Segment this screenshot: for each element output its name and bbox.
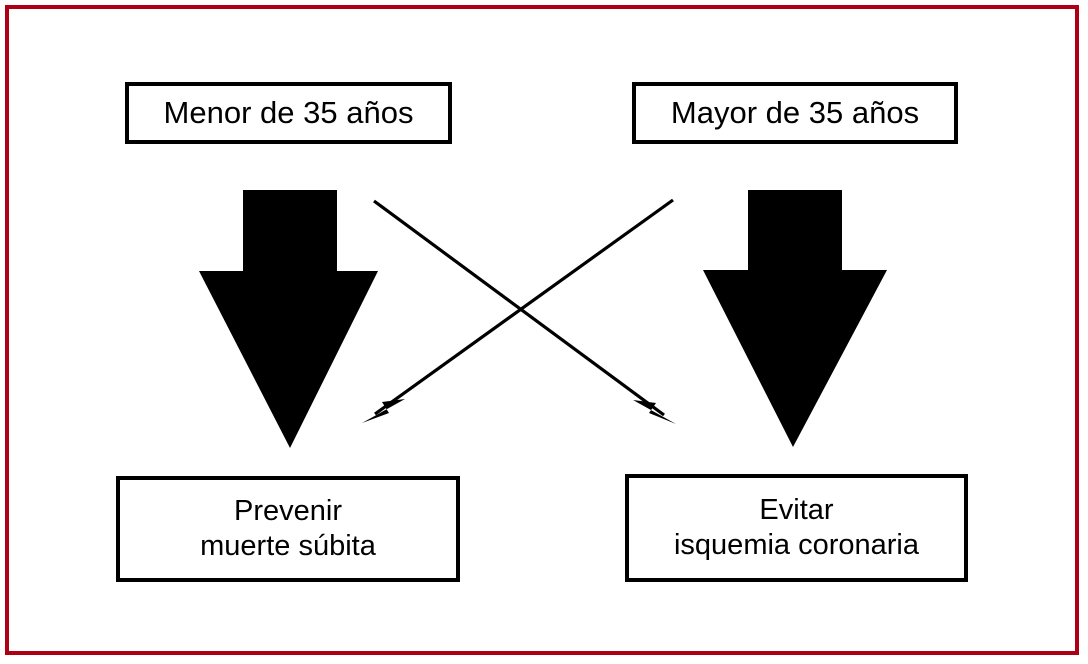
node-label-mayor-35: Mayor de 35 años [670,94,920,130]
node-box-prevenir-muerte-subita[interactable]: Prevenir muerte súbita [116,476,460,582]
node-label-menor-35: Menor de 35 años [163,94,414,130]
node-box-evitar-isquemia-coronaria[interactable]: Evitar isquemia coronaria [625,474,968,582]
node-label-evitar-isquemia-coronaria: Evitar isquemia coronaria [673,494,919,561]
node-box-menor-35[interactable]: Menor de 35 años [125,82,452,144]
node-box-mayor-35[interactable]: Mayor de 35 años [632,82,958,144]
node-label-prevenir-muerte-subita: Prevenir muerte súbita [200,495,376,562]
